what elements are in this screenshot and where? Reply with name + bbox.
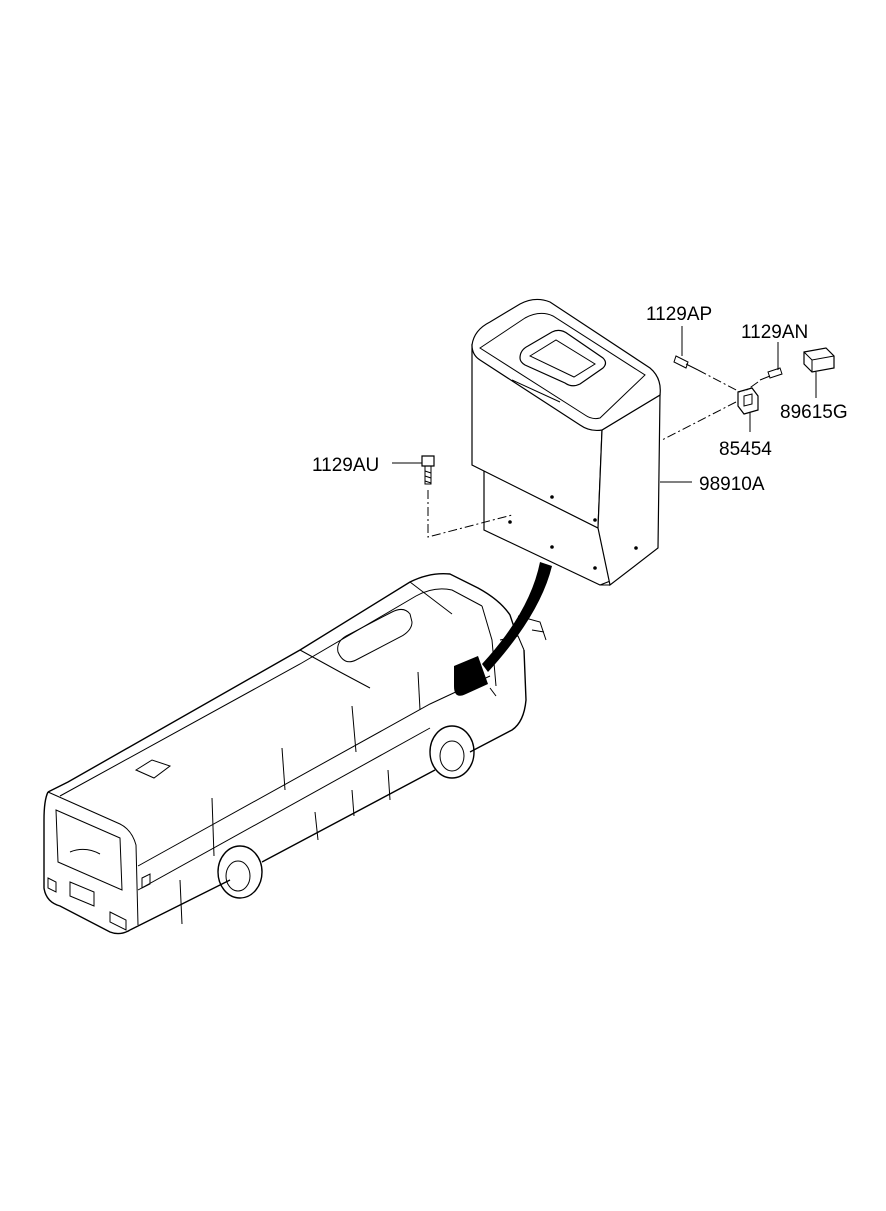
part-labels: 1129AP 1129AN 89615G 85454 1129AU 98910A bbox=[312, 304, 848, 495]
bus-illustration bbox=[43, 572, 547, 935]
module-location-marker bbox=[454, 656, 488, 696]
bracket-85454 bbox=[737, 387, 759, 415]
clip-89615G bbox=[803, 347, 835, 373]
label-1129AP: 1129AP bbox=[646, 304, 712, 325]
label-85454: 85454 bbox=[719, 439, 772, 460]
bolt-1129AN bbox=[759, 367, 783, 381]
control-module-98910A bbox=[471, 298, 661, 587]
location-pointer bbox=[482, 562, 552, 672]
bolt-1129AP bbox=[673, 355, 699, 371]
label-89615G: 89615G bbox=[780, 402, 848, 423]
screw-1129AU bbox=[421, 455, 435, 485]
label-1129AU: 1129AU bbox=[312, 455, 379, 476]
label-1129AN: 1129AN bbox=[741, 322, 808, 343]
assembly-lines bbox=[427, 369, 759, 538]
leader-lines bbox=[392, 326, 817, 483]
label-98910A: 98910A bbox=[699, 474, 765, 495]
